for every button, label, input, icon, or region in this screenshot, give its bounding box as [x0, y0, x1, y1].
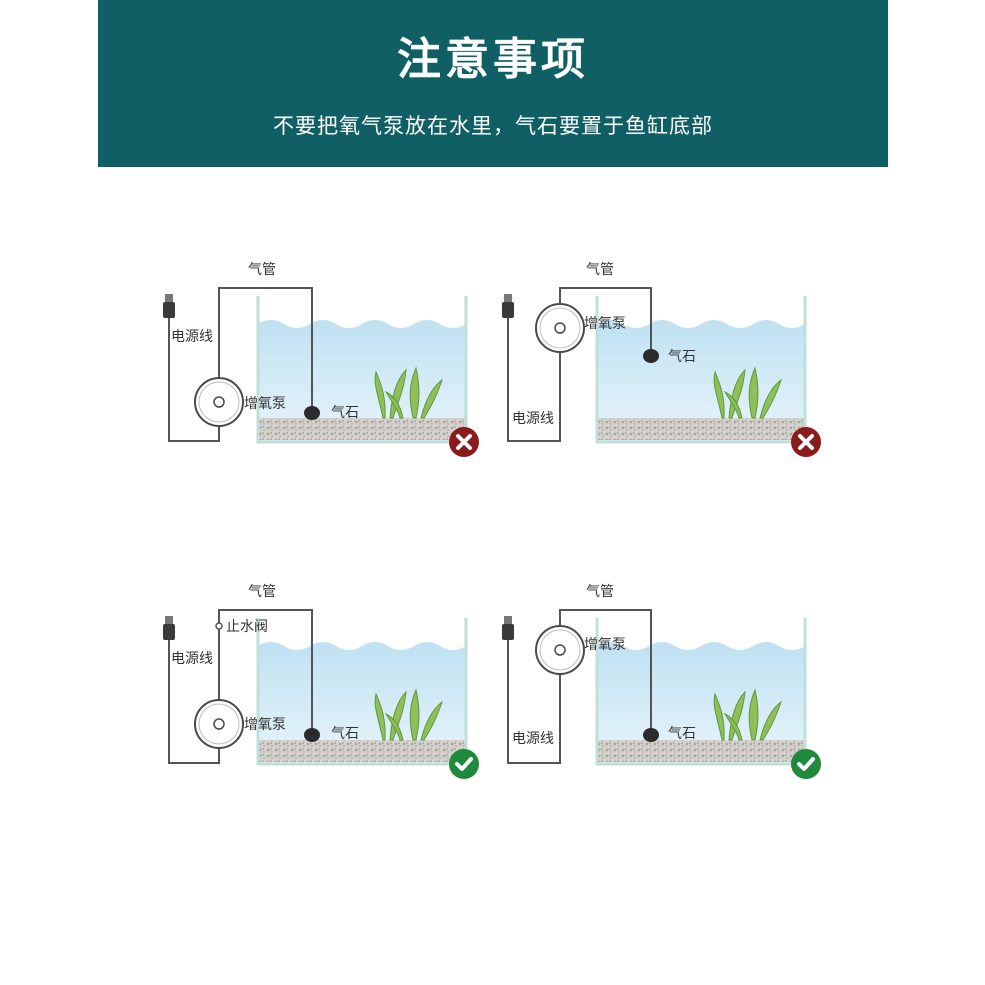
label-air-pump: 增氧泵 [584, 637, 626, 653]
label-power-cable: 电源线 [512, 411, 554, 427]
label-air-stone: 气石 [668, 349, 696, 365]
label-power-cable: 电源线 [512, 731, 554, 747]
label-air-stone: 气石 [668, 726, 696, 742]
diagram-correct-pump-above: 气管 增氧泵 气石 电源线 [494, 582, 834, 797]
label-air-stone: 气石 [331, 726, 359, 742]
label-check-valve: 止水阀 [226, 619, 268, 635]
wrong-mark-icon [449, 427, 479, 457]
correct-mark-icon [449, 749, 479, 779]
diagram-wrong-stone-floating-graphic [502, 287, 821, 457]
correct-mark-icon [791, 749, 821, 779]
label-air-pump: 增氧泵 [244, 396, 286, 412]
label-air-stone: 气石 [331, 405, 359, 421]
diagram-correct-with-check-valve: 气管 止水阀 电源线 增氧泵 气石 [155, 582, 495, 797]
label-power-cable: 电源线 [171, 329, 213, 345]
check-valve-icon [215, 622, 223, 630]
header-banner: 注意事项 不要把氧气泵放在水里，气石要置于鱼缸底部 [98, 0, 888, 167]
page-title: 注意事项 [397, 34, 589, 85]
diagram-correct-pump-above-graphic [502, 609, 821, 779]
label-power-cable: 电源线 [171, 651, 213, 667]
label-air-tube: 气管 [586, 262, 614, 278]
page-subtitle: 不要把氧气泵放在水里，气石要置于鱼缸底部 [273, 114, 713, 138]
label-air-tube: 气管 [586, 584, 614, 600]
label-air-pump: 增氧泵 [584, 316, 626, 332]
label-air-pump: 增氧泵 [244, 717, 286, 733]
diagram-wrong-pump-in-water: 气管 电源线 增氧泵 气石 [155, 260, 495, 475]
wrong-mark-icon [791, 427, 821, 457]
label-air-tube: 气管 [248, 262, 276, 278]
diagram-wrong-stone-floating: 气管 增氧泵 气石 电源线 [494, 260, 834, 475]
label-air-tube: 气管 [248, 584, 276, 600]
diagram-correct-with-check-valve-graphic [163, 609, 479, 779]
diagram-wrong-pump-in-water-graphic [163, 287, 479, 457]
